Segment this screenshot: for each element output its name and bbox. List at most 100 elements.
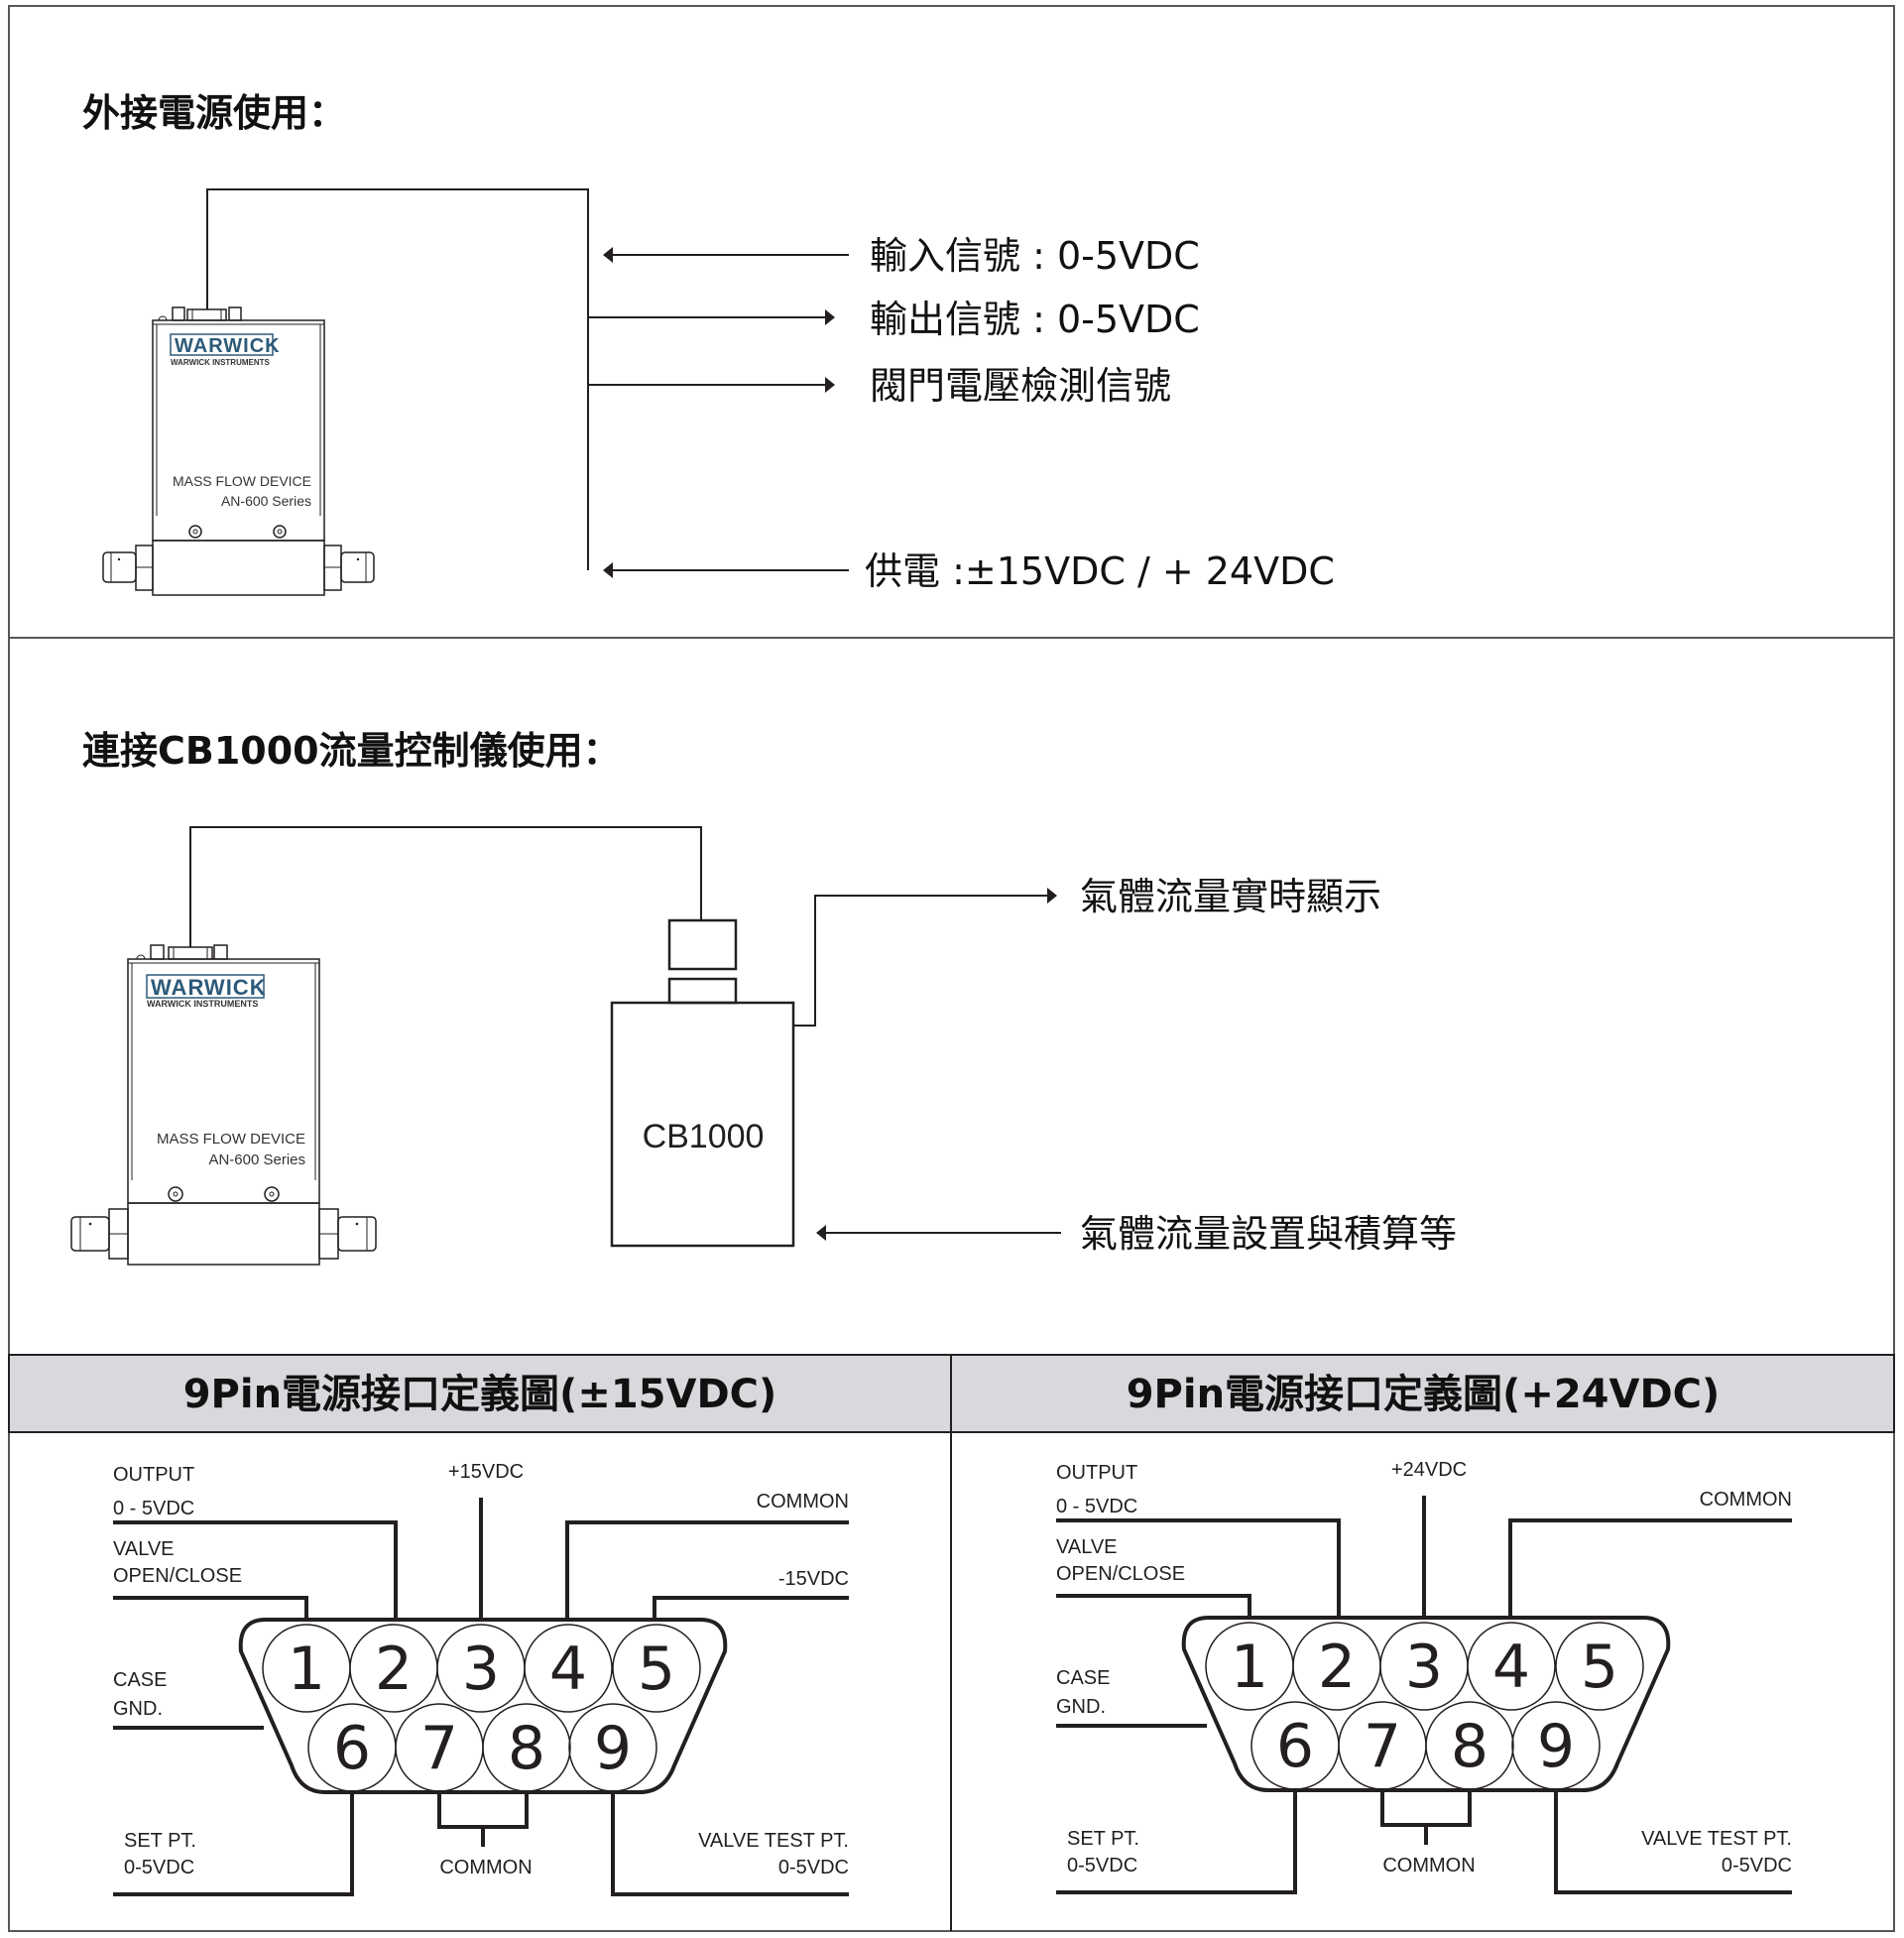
label-power-supply: 供電 :±15VDC / + 24VDC: [865, 549, 1335, 593]
arrow-valve-voltage-signal: [588, 377, 835, 393]
pin-number: 8: [1451, 1712, 1488, 1781]
label-case: CASE: [113, 1669, 167, 1691]
arrow-realtime-display: [793, 888, 1057, 1027]
label-flow-settings: 氣體流量設置與積算等: [1080, 1212, 1457, 1256]
arrow-output-signal: [588, 309, 835, 325]
label-negative-supply: -15VDC: [778, 1568, 849, 1590]
pin-number: 9: [594, 1714, 632, 1783]
label-supply-voltage: +15VDC: [448, 1461, 524, 1483]
brand-logo: WARWICK: [151, 975, 267, 1000]
pinout-header-24v: 9Pin電源接口定義圖(+24VDC): [1127, 1372, 1721, 1417]
label-set-point: SET PT.: [1067, 1828, 1139, 1850]
pin-number: 3: [1405, 1633, 1443, 1702]
pin-number: 1: [288, 1635, 325, 1704]
brand-subtitle: WARWICK INSTRUMENTS: [171, 358, 271, 367]
label-gnd: GND.: [1056, 1696, 1106, 1718]
pin-number: 2: [375, 1635, 413, 1704]
label-common-top: COMMON: [1700, 1489, 1792, 1511]
pin-number: 4: [549, 1635, 587, 1704]
pin-number: 5: [638, 1635, 675, 1704]
section-title-external-power: 外接電源使用：: [82, 91, 346, 135]
leader-line-pin1: [113, 1596, 308, 1620]
pin-number: 3: [462, 1635, 500, 1704]
section-cb1000: 連接CB1000流量控制儀使用： CB1000 氣體流量實時顯示 氣體流量設置與…: [70, 729, 1457, 1266]
label-common-bottom: COMMON: [1382, 1855, 1475, 1877]
pin-8: [482, 1703, 571, 1792]
label-supply-voltage: +24VDC: [1391, 1459, 1467, 1481]
screw-icon: [264, 1186, 280, 1202]
cable-plug: [667, 918, 738, 971]
leader-line-pin5: [653, 1596, 849, 1620]
common-bridge-7-8: [1380, 1790, 1472, 1827]
label-output: OUTPUT: [1056, 1462, 1137, 1484]
label-input-signal: 輸入信號 : 0-5VDC: [870, 234, 1200, 278]
label-output-range: 0 - 5VDC: [113, 1498, 194, 1519]
label-valve-test-range: 0-5VDC: [778, 1857, 849, 1878]
brand-logo-frame: [146, 974, 265, 999]
controller-socket: [667, 977, 738, 1005]
label-output-signal: 輸出信號 : 0-5VDC: [870, 298, 1200, 341]
label-common-bottom: COMMON: [439, 1857, 532, 1878]
screw-icon: [168, 1186, 183, 1202]
leader-line-pin6: [1056, 1790, 1297, 1894]
cb1000-label: CB1000: [643, 1118, 765, 1155]
pin-number: 4: [1492, 1633, 1530, 1702]
label-case: CASE: [1056, 1667, 1110, 1689]
leader-line-pin2: [1056, 1518, 1341, 1618]
arrow-flow-settings: [816, 1225, 1061, 1241]
label-set-point-range: 0-5VDC: [124, 1857, 194, 1878]
pin-number: 7: [420, 1714, 458, 1783]
label-valve-test-point: VALVE TEST PT.: [698, 1830, 849, 1852]
common-bridge-7-8: [437, 1792, 529, 1829]
arrow-input-signal: [603, 247, 849, 263]
section-external-power: 外接電源使用： 輸入信號 : 0-5VDC 輸出信號 : 0-5VDC 閥門電壓…: [82, 91, 1335, 596]
leader-line-pin9: [1554, 1790, 1792, 1894]
leader-line-pin6: [113, 1792, 354, 1896]
leader-line-pin2: [113, 1520, 398, 1620]
pin-4: [524, 1624, 613, 1713]
label-output: OUTPUT: [113, 1464, 194, 1486]
label-realtime-display: 氣體流量實時顯示: [1080, 875, 1381, 918]
label-set-point: SET PT.: [124, 1830, 196, 1852]
pin-number: 7: [1364, 1712, 1401, 1781]
label-gnd: GND.: [113, 1698, 163, 1720]
section-title-cb1000: 連接CB1000流量控制儀使用：: [82, 729, 621, 773]
pinout-header-15v: 9Pin電源接口定義圖(±15VDC): [183, 1372, 777, 1417]
brand-logo: WARWICK: [175, 335, 281, 357]
screw-icon: [188, 525, 202, 539]
label-valve-test-point: VALVE TEST PT.: [1641, 1828, 1792, 1850]
db9-connector-shell: [238, 1618, 728, 1794]
label-valve: VALVE: [113, 1538, 175, 1560]
pin-number: 2: [1318, 1633, 1356, 1702]
pin-5: [1555, 1622, 1644, 1711]
mass-flow-device: WARWICK WARWICK INSTRUMENTS MASS FLOW DE…: [70, 944, 377, 1266]
pin-4: [1467, 1622, 1556, 1711]
leader-line-pin9: [611, 1792, 849, 1896]
device-series: AN-600 Series: [221, 493, 311, 509]
label-valve-open-close: OPEN/CLOSE: [1056, 1563, 1185, 1585]
label-valve-test-range: 0-5VDC: [1722, 1855, 1792, 1877]
label-valve-voltage-signal: 閥門電壓檢測信號: [870, 364, 1171, 408]
arrow-power-supply: [603, 562, 849, 578]
pin-9: [568, 1703, 657, 1792]
label-set-point-range: 0-5VDC: [1067, 1855, 1137, 1877]
brand-subtitle: WARWICK INSTRUMENTS: [147, 999, 258, 1009]
leader-line-pin4: [1508, 1518, 1792, 1618]
pin-number: 9: [1537, 1712, 1575, 1781]
label-common-top: COMMON: [757, 1491, 849, 1513]
label-valve-open-close: OPEN/CLOSE: [113, 1565, 242, 1587]
mass-flow-device: WARWICK WARWICK INSTRUMENTS MASS FLOW DE…: [102, 306, 375, 596]
leader-line-pin1: [1056, 1594, 1251, 1618]
pin-number: 6: [333, 1714, 371, 1783]
pin-number: 5: [1581, 1633, 1618, 1702]
pin-8: [1425, 1701, 1514, 1790]
db9-connector-shell: [1181, 1616, 1671, 1792]
pin-number: 6: [1276, 1712, 1314, 1781]
label-output-range: 0 - 5VDC: [1056, 1496, 1137, 1517]
label-valve: VALVE: [1056, 1536, 1118, 1558]
cable: [189, 826, 702, 947]
cable: [206, 188, 589, 570]
device-name: MASS FLOW DEVICE: [173, 473, 311, 489]
